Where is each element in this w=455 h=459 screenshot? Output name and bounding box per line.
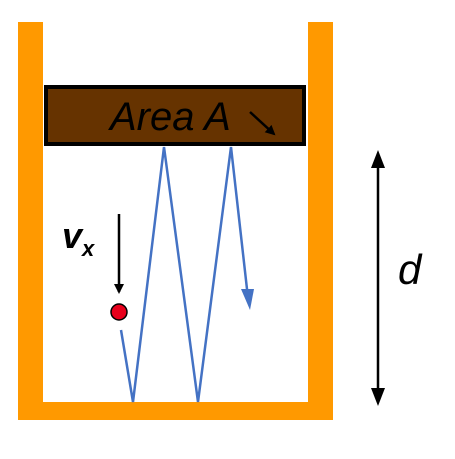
distance-label: d	[398, 246, 423, 293]
distance-arrowhead-bottom	[371, 388, 385, 406]
container-right-wall	[308, 22, 333, 420]
distance-arrowhead-top	[371, 150, 385, 168]
container-bottom-wall	[18, 402, 333, 420]
area-pointer-arrow	[249, 111, 276, 136]
container-left-wall	[18, 22, 43, 420]
molecule-trajectory	[119, 146, 250, 403]
trajectory-arrowhead	[241, 289, 254, 310]
piston-area-label: Area A	[108, 95, 231, 139]
piston	[44, 85, 306, 146]
gas-molecule	[110, 303, 128, 321]
velocity-label: vx	[62, 215, 95, 261]
